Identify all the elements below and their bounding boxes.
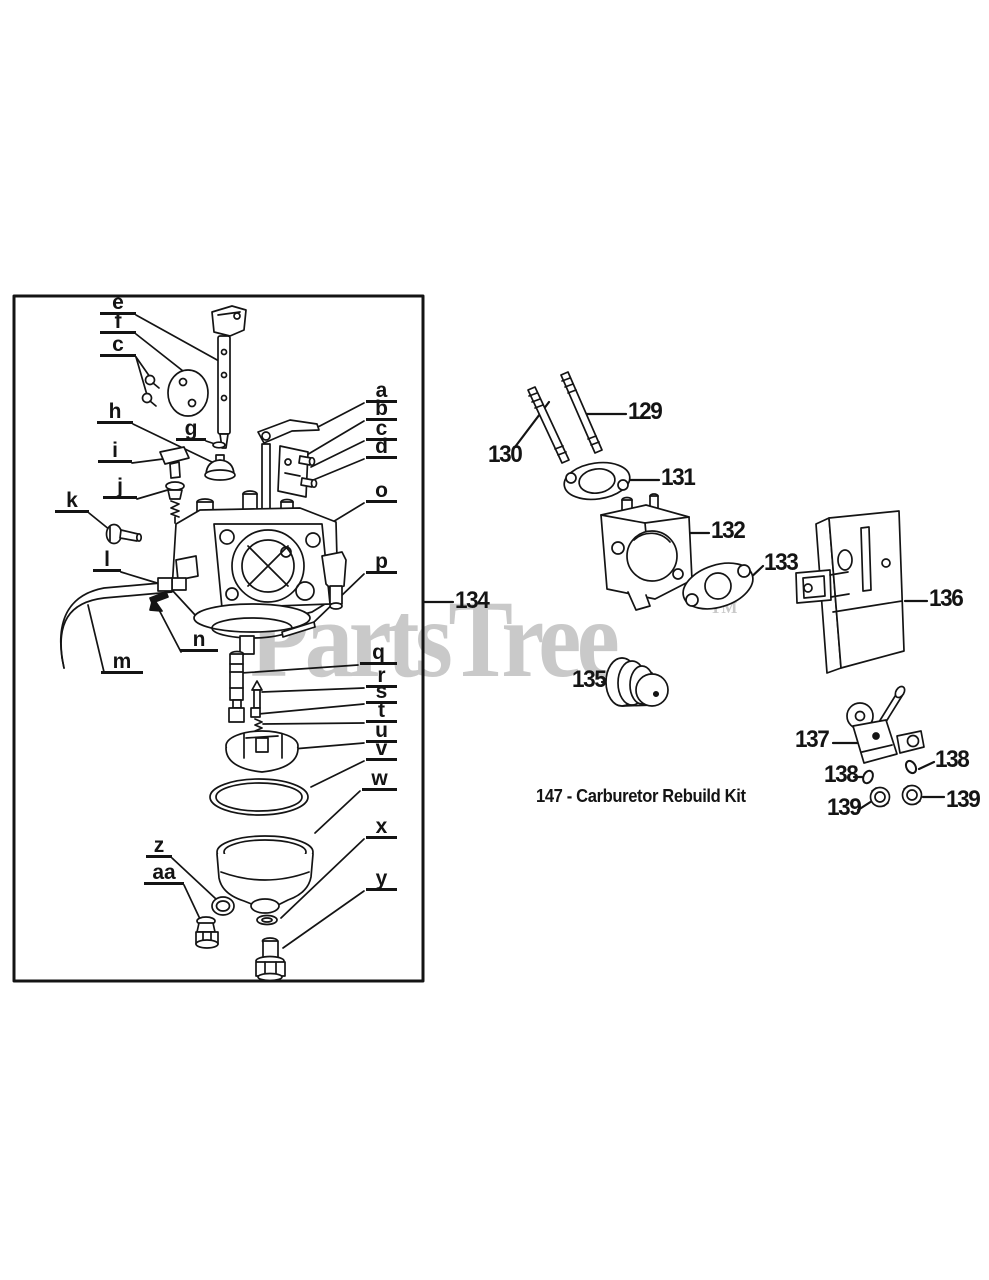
callout-129: 129 bbox=[628, 398, 663, 425]
part-choke-screws bbox=[141, 374, 160, 407]
callout-t: t bbox=[366, 700, 397, 723]
callout-h: h bbox=[97, 401, 133, 424]
part-screw-k bbox=[105, 523, 143, 545]
part-throttle-shaft bbox=[211, 305, 247, 449]
part-oring-z bbox=[211, 896, 235, 916]
part-stud-129 bbox=[560, 371, 603, 454]
callout-134: 134 bbox=[455, 587, 490, 614]
part-carburetor-body bbox=[171, 490, 347, 655]
callout-139-right: 139 bbox=[946, 786, 981, 813]
callout-w: w bbox=[362, 768, 397, 791]
part-nut-139-left bbox=[869, 786, 891, 808]
part-oring-138-right bbox=[904, 759, 918, 775]
rebuild-kit-note: 147 - Carburetor Rebuild Kit bbox=[536, 786, 746, 806]
callout-z: z bbox=[146, 835, 172, 858]
callout-m: m bbox=[101, 651, 143, 674]
callout-x: x bbox=[366, 816, 397, 839]
callout-o: o bbox=[366, 480, 397, 503]
part-gasket-133 bbox=[682, 562, 754, 610]
callout-130: 130 bbox=[488, 441, 523, 468]
part-heat-shield-136 bbox=[795, 510, 905, 674]
part-drain-plug-aa bbox=[195, 916, 219, 949]
part-fuel-bowl-w bbox=[216, 835, 314, 914]
callout-135: 135 bbox=[572, 666, 607, 693]
callout-r: r bbox=[366, 665, 397, 688]
callout-138-left: 138 bbox=[824, 761, 859, 788]
part-float-u bbox=[225, 730, 299, 773]
part-nut-139-right bbox=[901, 784, 923, 806]
part-rod-p bbox=[281, 621, 316, 638]
callout-v: v bbox=[366, 738, 397, 761]
callout-a: a bbox=[366, 380, 397, 403]
callout-k: k bbox=[55, 490, 89, 513]
callout-131: 131 bbox=[661, 464, 696, 491]
callout-b: b bbox=[366, 398, 397, 421]
diagram-box bbox=[12, 294, 425, 983]
part-clip-s bbox=[250, 707, 261, 718]
part-bowl-gasket-v bbox=[209, 778, 309, 816]
callout-133: 133 bbox=[764, 549, 799, 576]
part-idle-screw-j bbox=[165, 481, 185, 524]
part-washer-x bbox=[256, 914, 278, 926]
part-float-needle-r bbox=[251, 680, 263, 709]
leader-lines-letters bbox=[87, 314, 365, 949]
part-bowl-bolt-y bbox=[255, 937, 286, 982]
callout-f: f bbox=[100, 311, 136, 334]
callout-aa: aa bbox=[144, 862, 184, 885]
part-oring-138-left bbox=[862, 769, 874, 785]
callout-l: l bbox=[93, 549, 121, 572]
part-fuel-line bbox=[60, 577, 173, 669]
callout-132: 132 bbox=[711, 517, 746, 544]
callout-137: 137 bbox=[795, 726, 830, 753]
callout-s: s bbox=[366, 681, 397, 704]
part-choke-bracket-bcd bbox=[277, 445, 318, 498]
callout-j: j bbox=[103, 476, 137, 499]
callout-c1: c bbox=[100, 334, 136, 357]
callout-y: y bbox=[366, 868, 397, 891]
callout-e: e bbox=[100, 292, 136, 315]
part-cap-i bbox=[159, 446, 190, 479]
part-vent-dome-h bbox=[204, 454, 236, 481]
part-choke-plate bbox=[167, 369, 209, 417]
part-gasket-131 bbox=[563, 461, 631, 501]
callout-p: p bbox=[366, 551, 397, 574]
part-fuel-valve-137 bbox=[846, 685, 925, 764]
callout-139-left: 139 bbox=[827, 794, 862, 821]
callout-n: n bbox=[180, 629, 218, 652]
callout-138-right: 138 bbox=[935, 746, 970, 773]
part-float-pin-n bbox=[149, 591, 169, 604]
callout-d: d bbox=[366, 436, 397, 459]
part-stud-130 bbox=[527, 386, 570, 464]
part-fuel-filter-135 bbox=[605, 657, 669, 707]
part-washer-g bbox=[212, 441, 226, 449]
part-spacer-132 bbox=[600, 493, 693, 611]
callout-136: 136 bbox=[929, 585, 964, 612]
callout-i: i bbox=[98, 440, 132, 463]
callout-q: q bbox=[360, 642, 397, 665]
part-main-jet-q bbox=[228, 650, 245, 723]
callout-u: u bbox=[366, 720, 397, 743]
callout-c2: c bbox=[366, 418, 397, 441]
callout-g: g bbox=[176, 418, 206, 441]
